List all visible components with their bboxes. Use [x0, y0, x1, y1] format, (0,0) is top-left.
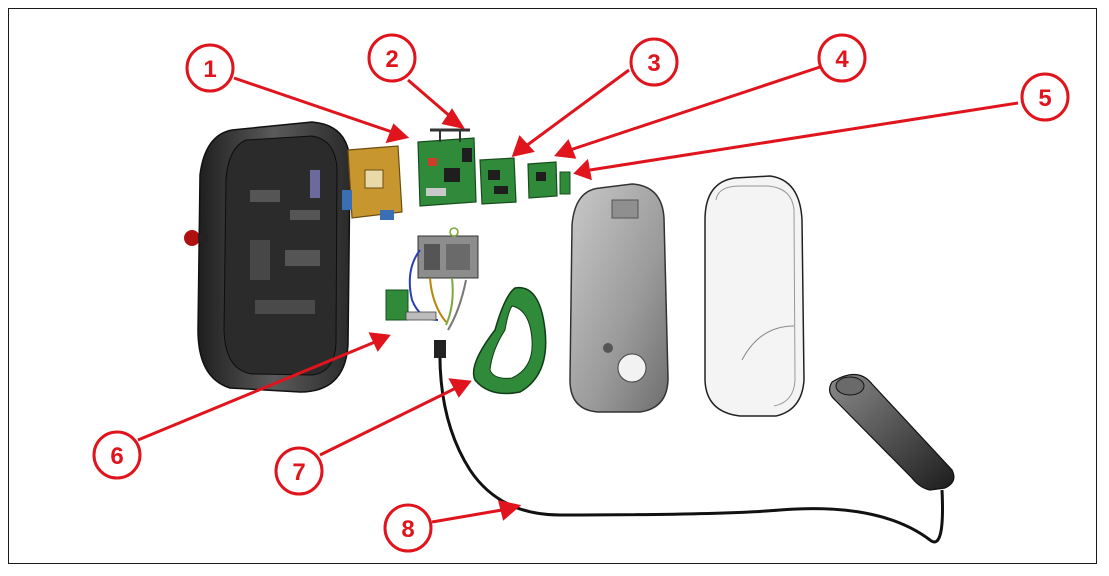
charging-cable: [434, 340, 944, 544]
callout-label-4: 4: [835, 46, 849, 73]
arrow-8: [431, 508, 503, 524]
relay-board: [342, 145, 403, 220]
communication-pcb: [479, 157, 517, 205]
main-pcb: [417, 128, 477, 207]
callout-2: 2: [367, 33, 417, 83]
callout-label-7: 7: [292, 459, 305, 486]
callout-label-5: 5: [1038, 85, 1051, 112]
arrow-2: [407, 78, 453, 120]
rear-housing: [184, 121, 351, 393]
front-cover: [704, 175, 805, 417]
arrow-5: [589, 101, 1019, 172]
callout-3: 3: [629, 37, 679, 87]
callout-7: 7: [274, 446, 324, 496]
arrow-1: [233, 76, 396, 135]
callout-label-6: 6: [110, 443, 123, 470]
arrow-6: [137, 340, 376, 442]
gasket: [472, 286, 547, 395]
callout-4: 4: [817, 33, 867, 83]
arrowhead-6: [368, 332, 391, 352]
sensor-pcb: [385, 289, 437, 321]
front-plate: [569, 183, 669, 413]
arrowhead-8: [497, 500, 522, 521]
arrow-4: [569, 65, 821, 152]
callout-8: 8: [383, 503, 433, 553]
callout-label-3: 3: [647, 50, 660, 77]
indicator-pcb: [559, 171, 571, 195]
arrowhead-5: [573, 158, 592, 181]
arrowhead-1: [385, 123, 410, 144]
arrowhead-7: [448, 378, 472, 398]
callout-6: 6: [92, 430, 142, 480]
callout-arrows: [137, 65, 1019, 524]
contactor-assembly: [408, 227, 479, 331]
callout-1: 1: [185, 43, 235, 93]
arrowhead-3: [511, 135, 535, 158]
arrow-7: [319, 386, 457, 457]
callout-label-2: 2: [385, 46, 398, 73]
arrowhead-2: [441, 108, 466, 130]
callout-label-8: 8: [401, 516, 414, 543]
callout-5: 5: [1020, 72, 1070, 122]
control-pcb: [527, 161, 558, 199]
charging-plug: [829, 373, 955, 491]
callout-label-1: 1: [203, 56, 216, 83]
arrow-3: [525, 68, 630, 148]
arrowhead-4: [554, 139, 577, 159]
